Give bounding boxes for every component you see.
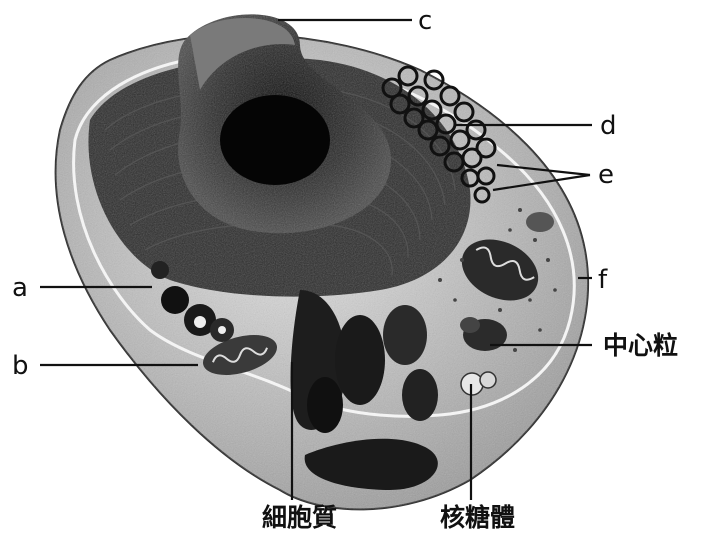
label-c: c bbox=[418, 6, 432, 36]
label-centriole: 中心粒 bbox=[603, 331, 678, 360]
label-e: e bbox=[598, 160, 614, 190]
nucleus bbox=[178, 14, 391, 233]
label-ribosome: 核糖體 bbox=[440, 503, 515, 532]
label-f: f bbox=[598, 265, 608, 295]
label-a: a bbox=[12, 273, 28, 303]
nucleolus bbox=[220, 95, 330, 185]
dark-organelles bbox=[291, 290, 438, 490]
label-cytoplasm: 細胞質 bbox=[262, 503, 337, 532]
label-b: b bbox=[12, 351, 29, 381]
label-d: d bbox=[600, 111, 617, 141]
